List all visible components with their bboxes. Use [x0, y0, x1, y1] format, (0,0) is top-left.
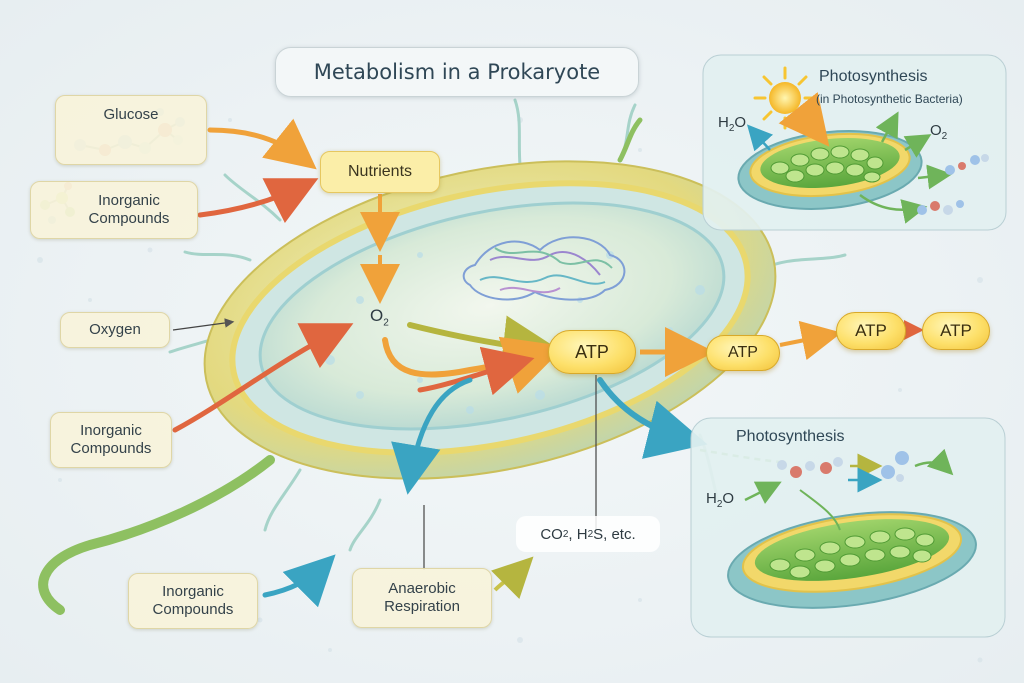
top-h2o-subscript: 2 [728, 123, 735, 134]
top-panel-oxygen-label: O2 [930, 122, 947, 142]
molecule-icon [917, 154, 989, 215]
inorganic-compounds-mid-label: Inorganic Compounds [50, 412, 172, 468]
glucose-text: Glucose [103, 106, 159, 123]
chloroplast-icon [727, 511, 977, 609]
top-h2o-h: H [718, 114, 729, 131]
atp-third: ATP [836, 312, 906, 350]
diagram-title-text: Metabolism in a Prokaryote [313, 60, 601, 84]
oxygen-text: Oxygen [89, 321, 141, 338]
inorganic-compounds-top-text: Inorganic Compounds [88, 192, 170, 227]
oxygen-molecule-label: O2 [370, 306, 389, 328]
glucose-label: Glucose [55, 95, 207, 165]
inorganic-compounds-mid-text: Inorganic Compounds [70, 422, 152, 457]
diagram-title: Metabolism in a Prokaryote [275, 47, 639, 97]
molecule-icon [777, 451, 909, 482]
photosynthesis-top-title: Photosynthesis [819, 68, 928, 85]
top-o2-o: O [930, 122, 942, 139]
bottom-h2o-subscript: 2 [716, 499, 723, 510]
photosynthesis-bottom-title: Photosynthesis [736, 428, 845, 445]
anaerobic-respiration-label: Anaerobic Respiration [352, 568, 492, 628]
atp-second-text: ATP [728, 344, 758, 361]
inorganic-compounds-bottom-text: Inorganic Compounds [152, 583, 234, 618]
co2-subscript: 2 [562, 528, 569, 540]
byproducts-rest: S, etc. [593, 525, 636, 543]
bottom-h2o-h: H [706, 490, 717, 507]
photosynthesis-top-subtitle: (in Photosynthetic Bacteria) [816, 92, 963, 106]
inorganic-compounds-bottom-label: Inorganic Compounds [128, 573, 258, 629]
top-o2-subscript: 2 [941, 131, 948, 142]
oxygen-label: Oxygen [60, 312, 170, 348]
atp-second: ATP [706, 335, 780, 371]
co2-symbol: CO [540, 525, 563, 543]
atp-central-text: ATP [575, 341, 609, 362]
atp-central: ATP [548, 330, 636, 374]
atp-third-text: ATP [855, 321, 887, 340]
atp-fourth-text: ATP [940, 321, 972, 340]
dna-icon [462, 236, 626, 301]
h2s-subscript: 2 [587, 528, 594, 540]
nutrients-label: Nutrients [320, 151, 440, 193]
pili [168, 98, 847, 552]
atp-fourth: ATP [922, 312, 990, 350]
top-h2o-o: O [734, 114, 747, 131]
bottom-h2o-o: O [722, 490, 735, 507]
chloroplast-icon [737, 130, 923, 210]
anaerobic-respiration-text: Anaerobic Respiration [384, 580, 460, 615]
bottom-panel-water-label: H2O [706, 490, 734, 510]
top-panel-water-label: H2O [718, 114, 746, 134]
o2-subscript: 2 [383, 317, 389, 329]
h2s-symbol: , H [568, 525, 588, 543]
nutrients-text: Nutrients [347, 163, 413, 180]
flagellum [38, 455, 275, 615]
o2-symbol: O [370, 306, 384, 325]
inorganic-compounds-top-label: Inorganic Compounds [30, 181, 198, 239]
